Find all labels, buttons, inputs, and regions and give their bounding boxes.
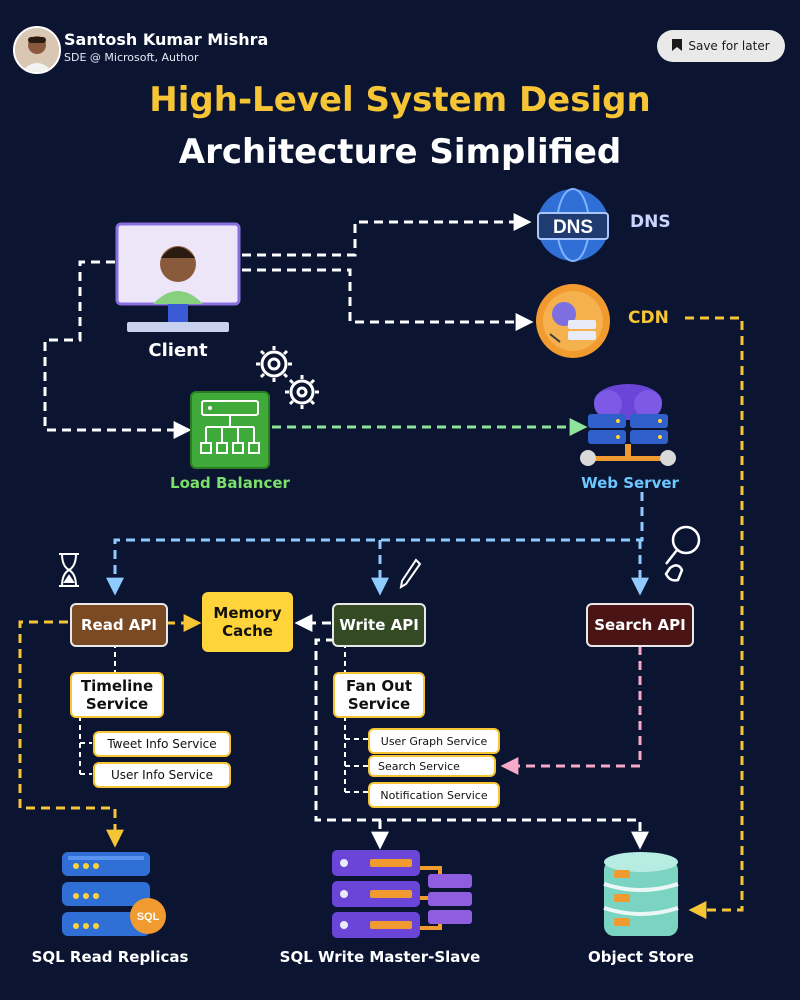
sql-write-master-slave-node[interactable]: [330, 848, 476, 942]
timeline-service-node[interactable]: Timeline Service: [70, 672, 164, 718]
notification-service-node[interactable]: Notification Service: [368, 782, 500, 808]
gears-icon: [250, 340, 326, 416]
web-server-node[interactable]: [578, 380, 678, 472]
bookmark-icon: [672, 38, 683, 54]
pen-icon: [398, 558, 422, 590]
sql-read-replicas-node[interactable]: SQL: [60, 850, 172, 942]
save-for-later-label: Save for later: [688, 39, 770, 53]
author-name: Santosh Kumar Mishra: [64, 30, 269, 49]
search-api-button[interactable]: Search API: [586, 603, 694, 647]
search-service-node[interactable]: Search Service: [368, 755, 496, 777]
arrow-write-stores: [314, 638, 649, 850]
arrow-webserver-apis: [106, 492, 644, 596]
web-server-label: Web Server: [581, 474, 679, 492]
timeline-service-label: Timeline Service: [80, 677, 154, 713]
load-balancer-node[interactable]: [190, 391, 270, 469]
arrow-read-replicas: [18, 620, 124, 848]
sql-write-master-slave-label: SQL Write Master-Slave: [279, 948, 481, 966]
memory-cache-label: Memory Cache: [213, 604, 282, 640]
monitor-icon: [115, 222, 241, 332]
arrow-client-cdn: [242, 268, 534, 331]
arrow-client-lb: [43, 260, 192, 439]
cdn-label: CDN: [628, 308, 669, 328]
read-api-button[interactable]: Read API: [70, 603, 168, 647]
dns-node[interactable]: DNS: [532, 187, 614, 263]
object-store-node[interactable]: [602, 850, 680, 942]
load-balancer-label: Load Balancer: [170, 474, 290, 492]
write-api-button[interactable]: Write API: [332, 603, 426, 647]
dns-icon-text: DNS: [553, 217, 593, 238]
user-info-service-node[interactable]: User Info Service: [93, 762, 231, 788]
magnifier-icon: [660, 524, 704, 586]
user-graph-service-node[interactable]: User Graph Service: [368, 728, 500, 754]
save-for-later-button[interactable]: Save for later: [657, 30, 785, 62]
dns-label: DNS: [630, 212, 671, 232]
arrow-searchapi-searchservice: [500, 646, 642, 775]
arrow-cdn-objectstore: [685, 316, 744, 919]
object-store-label: Object Store: [588, 948, 694, 966]
fan-out-service-label: Fan Out Service: [346, 677, 412, 713]
memory-cache-node[interactable]: Memory Cache: [202, 592, 293, 652]
client-node[interactable]: [115, 222, 241, 336]
client-label: Client: [148, 340, 208, 361]
tweet-info-service-node[interactable]: Tweet Info Service: [93, 731, 231, 757]
author-avatar: [13, 26, 61, 74]
title-line-1: High-Level System Design: [149, 80, 651, 120]
cdn-node[interactable]: [534, 282, 612, 360]
title-line-2: Architecture Simplified: [178, 132, 622, 172]
fan-out-service-node[interactable]: Fan Out Service: [333, 672, 425, 718]
hourglass-icon: [56, 552, 82, 588]
arrow-client-dns: [242, 213, 532, 257]
sql-icon-text: SQL: [137, 911, 160, 923]
author-role: SDE @ Microsoft, Author: [64, 51, 199, 64]
sql-read-replicas-label: SQL Read Replicas: [31, 948, 189, 966]
